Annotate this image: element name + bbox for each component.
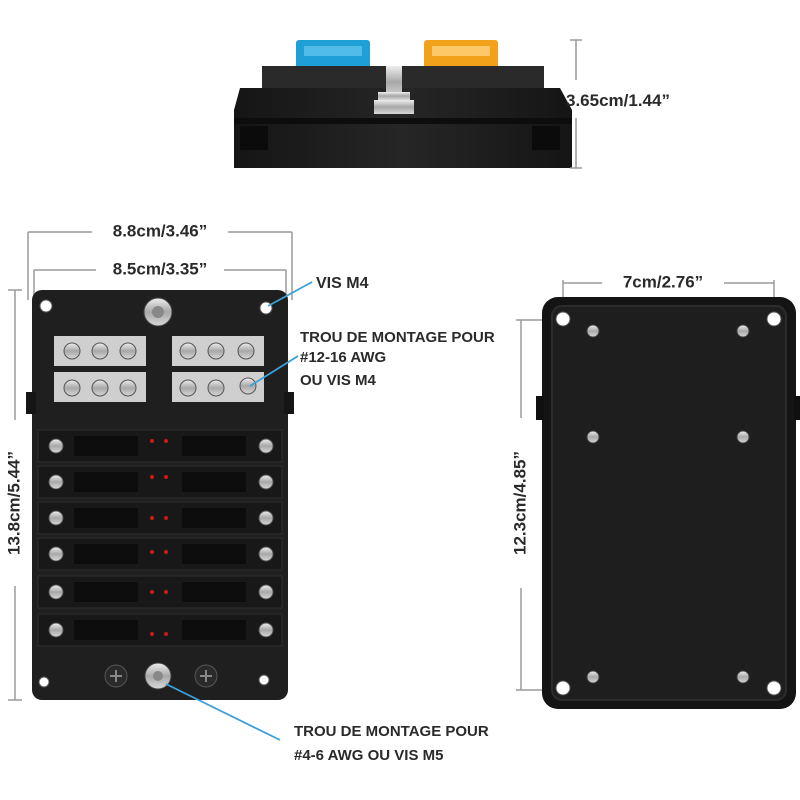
fuse-row bbox=[37, 613, 283, 647]
bottom-terminals bbox=[104, 662, 218, 690]
side-view: 3.65cm/1.44” bbox=[234, 39, 670, 169]
fuse-row bbox=[37, 465, 283, 499]
bus-bar-bottom-left bbox=[54, 372, 146, 402]
dim-back-height: 12.3cm/4.85” bbox=[510, 451, 529, 555]
callout-mount-large-line2: #4-6 AWG OU VIS M5 bbox=[294, 747, 443, 764]
dim-height-side: 3.65cm/1.44” bbox=[566, 91, 670, 110]
back-screws bbox=[586, 324, 750, 684]
stud-bolt bbox=[386, 66, 402, 98]
dim-back-hole-spacing: 7cm/2.76” bbox=[623, 272, 703, 291]
fuse-row bbox=[37, 575, 283, 609]
fuse-row bbox=[37, 501, 283, 535]
front-view: 8.8cm/3.46” 8.5cm/3.35” 13.8cm/5.44” bbox=[4, 221, 294, 701]
fuse-row bbox=[37, 537, 283, 571]
fuse-row bbox=[37, 429, 283, 463]
bus-bar-top-left bbox=[54, 336, 146, 366]
bus-bar-bottom-right bbox=[172, 372, 264, 402]
callout-mount-small-line3: OU VIS M4 bbox=[300, 372, 377, 389]
callout-mount-large-line1: TROU DE MONTAGE POUR bbox=[294, 723, 489, 740]
dim-outer-width: 8.8cm/3.46” bbox=[113, 221, 208, 240]
bus-bar-top-right bbox=[172, 336, 264, 366]
callout-vis-m4: VIS M4 bbox=[316, 275, 369, 292]
callouts: VIS M4 TROU DE MONTAGE POUR #12-16 AWG O… bbox=[165, 275, 495, 764]
fuse-rows bbox=[37, 429, 283, 647]
back-view: 7cm/2.76” 12.3cm/4.85” bbox=[510, 272, 800, 709]
mount-hole-small bbox=[239, 377, 257, 395]
dim-front-height: 13.8cm/5.44” bbox=[4, 451, 23, 555]
callout-mount-small-line1: TROU DE MONTAGE POUR bbox=[300, 329, 495, 346]
dim-inner-width: 8.5cm/3.35” bbox=[113, 259, 208, 278]
callout-mount-small-line2: #12-16 AWG bbox=[300, 349, 386, 366]
